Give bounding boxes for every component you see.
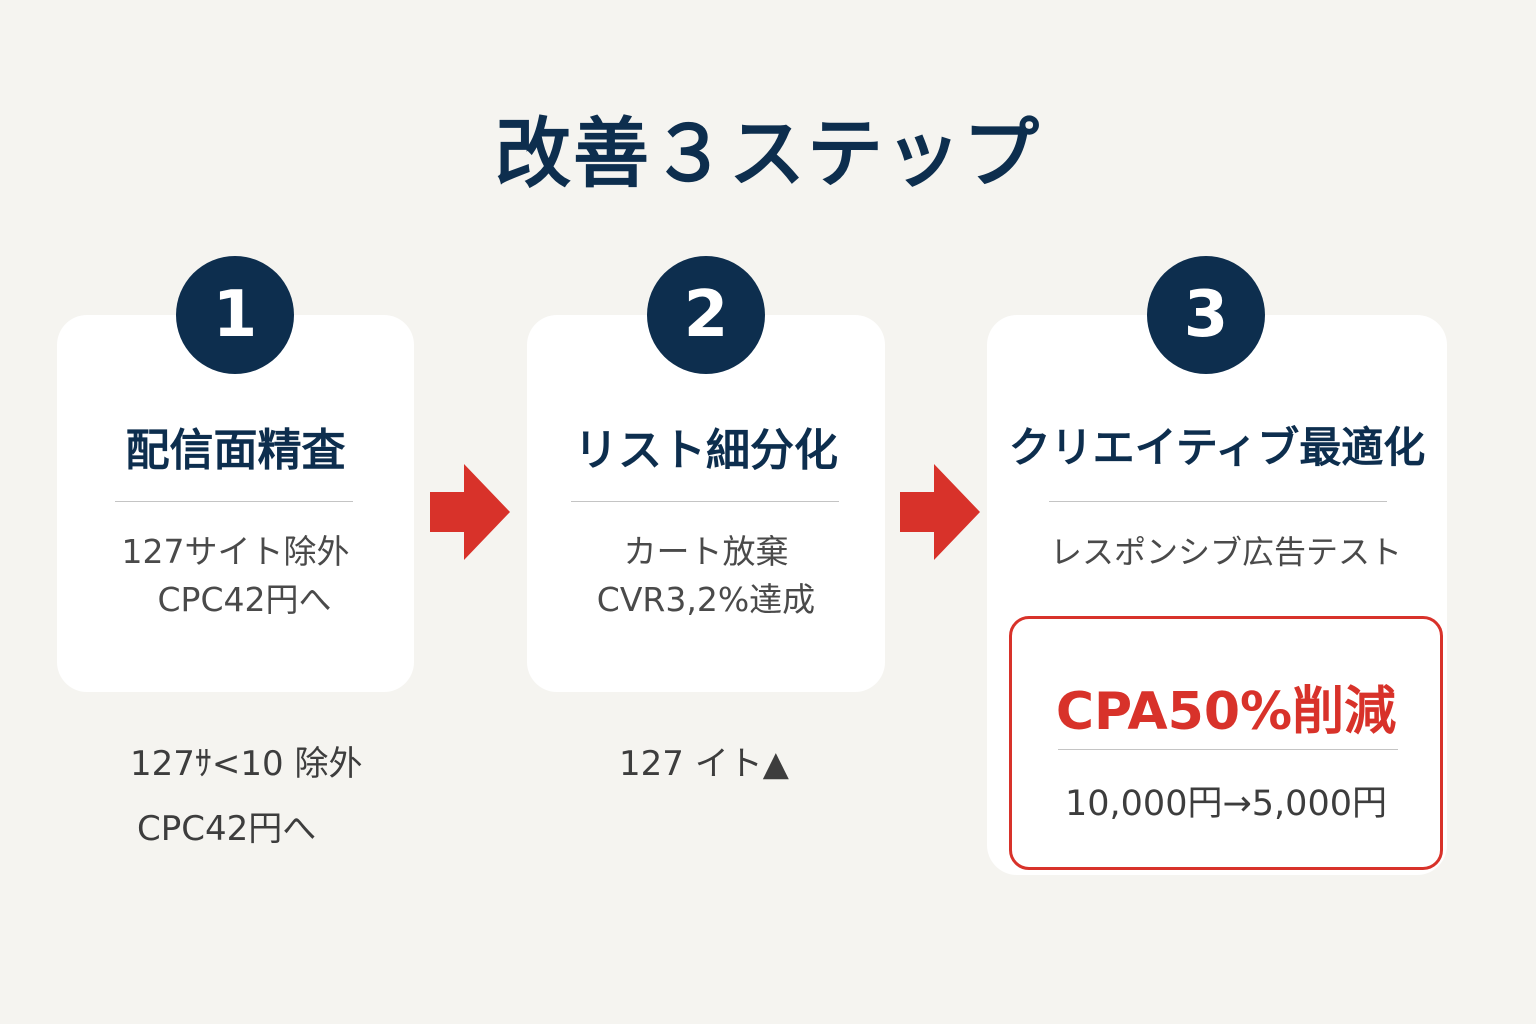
page-title: 改善３ステップ [495,109,1041,198]
step-desc-1: 127サイト除外 CPC42円へ [57,528,414,624]
step-desc-1-line-2: CPC42円へ [157,580,332,619]
step-note-2-line-1: 127 イト▲ [619,744,789,784]
step-note-1-line-1: 127ｻ<10 除外 [130,744,363,784]
step-desc-1-line-1: 127サイト除外 [121,532,350,571]
step-number-badge-3: 3 [1147,256,1265,374]
step-divider-1 [115,501,353,502]
result-title: CPA50%削減 [1055,682,1397,742]
step-desc-2-line-2: CVR3,2%達成 [596,580,816,619]
right-arrow-icon [900,464,980,560]
result-value: 10,000円→5,000円 [1065,784,1387,824]
step-card-1 [57,315,414,692]
result-highlight-box: CPA50%削減 10,000円→5,000円 [1009,616,1443,870]
step-card-2 [527,315,885,692]
result-divider [1058,749,1398,750]
step-number-badge-1: 1 [176,256,294,374]
step-divider-2 [571,501,839,502]
step-title-1: 配信面精査 [125,425,346,476]
step-number-badge-2: 2 [647,256,765,374]
right-arrow-icon [430,464,510,560]
step-title-2: リスト細分化 [574,425,838,476]
step-divider-3 [1049,501,1387,502]
step-desc-3-line-1: レスポンシブ広告テスト [1049,533,1402,571]
step-title-3: クリエイティブ最適化 [1008,423,1426,472]
step-desc-2: カート放棄 CVR3,2%達成 [527,528,885,624]
step-desc-2-line-1: カート放棄 [623,532,789,571]
step-note-1-line-2: CPC42円へ [137,809,317,849]
step-desc-3: レスポンシブ広告テスト [987,528,1465,576]
